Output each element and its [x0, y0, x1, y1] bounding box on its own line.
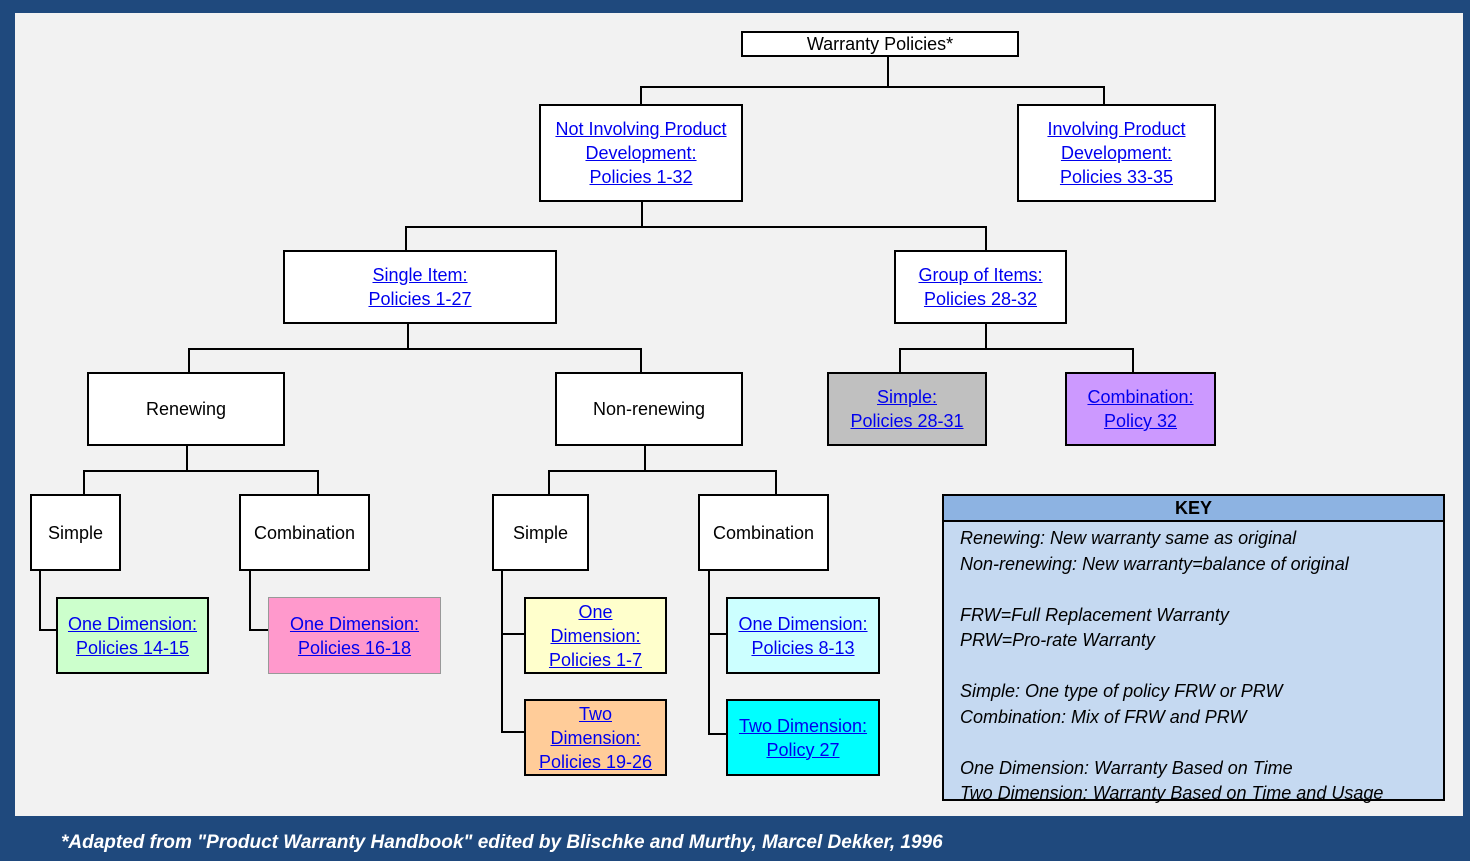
group-of-items-node: Group of Items: Policies 28-32: [894, 250, 1067, 324]
renewing-combination-node: Combination: [239, 494, 370, 571]
group-simple-line1-link[interactable]: Simple:: [876, 387, 938, 407]
connector-renewing-combination: [249, 571, 268, 631]
non-renewing-simple-node: Simple: [492, 494, 589, 571]
warranty-policies-label: Warranty Policies*: [806, 34, 954, 54]
connector-nr-simple: [501, 571, 524, 733]
single-item-node: Single Item: Policies 1-27: [283, 250, 557, 324]
group-combination-line1-link[interactable]: Combination:: [1087, 387, 1194, 407]
nr-comb-two-dim-line1-link[interactable]: Two Dimension:: [738, 715, 868, 736]
non-renewing-combination-label: Combination: [712, 522, 815, 543]
key-title: KEY: [944, 496, 1443, 522]
non-renewing-combination-node: Combination: [698, 494, 829, 571]
nr-simple-two-dim-line1-link[interactable]: Two: [578, 703, 612, 724]
key-body: Renewing: New warranty same as original …: [944, 522, 1443, 807]
nr-simple-two-dimension-node: Two Dimension: Policies 19-26: [524, 699, 667, 776]
group-combination-line2-link[interactable]: Policy 32: [1103, 411, 1178, 431]
key-line-renewing: Renewing: New warranty same as original: [960, 528, 1297, 548]
connector-nr-combination: [708, 571, 726, 735]
involving-line1-link[interactable]: Involving Product: [1047, 119, 1186, 139]
key-line-prw: PRW=Pro-rate Warranty: [960, 630, 1155, 650]
nr-simple-one-dim-line3-link[interactable]: Policies 1-7: [548, 649, 643, 670]
renewing-simple-label: Simple: [47, 522, 104, 543]
nr-combination-one-dimension-node: One Dimension: Policies 8-13: [726, 597, 880, 674]
nr-comb-one-dim-line2-link[interactable]: Policies 8-13: [751, 637, 855, 658]
connector-root-branches: [640, 86, 1105, 104]
key-line-simple: Simple: One type of policy FRW or PRW: [960, 681, 1283, 701]
connector-renewing-simple: [39, 571, 56, 631]
connector-not-involving-branches: [405, 226, 987, 250]
non-renewing-node: Non-renewing: [555, 372, 743, 446]
group-items-line1-link[interactable]: Group of Items:: [918, 265, 1043, 285]
connector-group-branches: [899, 348, 1134, 372]
nr-simple-one-dimension-node: One Dimension: Policies 1-7: [524, 597, 667, 674]
group-simple-node: Simple: Policies 28-31: [827, 372, 987, 446]
non-renewing-simple-label: Simple: [512, 522, 569, 543]
nr-comb-two-dim-line2-link[interactable]: Policy 27: [766, 739, 840, 760]
renewing-simple-one-dim-line2-link[interactable]: Policies 14-15: [75, 637, 190, 658]
nr-simple-one-dim-line2-link[interactable]: Dimension:: [550, 625, 641, 646]
not-involving-line1-link[interactable]: Not Involving Product: [555, 119, 727, 139]
renewing-label: Renewing: [145, 399, 227, 419]
involving-line3-link[interactable]: Policies 33-35: [1059, 167, 1174, 187]
connector-non-renewing-branches: [548, 470, 777, 494]
non-renewing-label: Non-renewing: [592, 399, 706, 419]
not-involving-development-node: Not Involving Product Development: Polic…: [539, 104, 743, 202]
single-item-line2-link[interactable]: Policies 1-27: [368, 289, 472, 309]
key-line-combination: Combination: Mix of FRW and PRW: [960, 706, 1247, 727]
not-involving-line2-link[interactable]: Development:: [585, 143, 697, 163]
key-line-two-dimension: Two Dimension: Warranty Based on Time an…: [960, 783, 1384, 803]
nr-combination-two-dimension-node: Two Dimension: Policy 27: [726, 699, 880, 776]
nr-simple-two-dim-line3-link[interactable]: Policies 19-26: [538, 751, 653, 772]
source-footnote: *Adapted from "Product Warranty Handbook…: [61, 832, 943, 853]
nr-simple-one-dim-line1-link[interactable]: One: [578, 601, 613, 622]
renewing-simple-node: Simple: [30, 494, 121, 571]
renewing-simple-one-dimension-node: One Dimension: Policies 14-15: [56, 597, 209, 674]
diagram-canvas: Warranty Policies* Not Involving Product…: [15, 13, 1463, 816]
renewing-simple-one-dim-line1-link[interactable]: One Dimension:: [67, 613, 198, 634]
renewing-comb-one-dim-line1-link[interactable]: One Dimension:: [289, 613, 420, 634]
renewing-combination-one-dimension-node: One Dimension: Policies 16-18: [268, 597, 441, 674]
connector-renewing-branches: [83, 470, 319, 494]
renewing-combination-label: Combination: [253, 522, 356, 543]
involving-development-node: Involving Product Development: Policies …: [1017, 104, 1216, 202]
nr-comb-one-dim-line1-link[interactable]: One Dimension:: [738, 613, 868, 634]
involving-line2-link[interactable]: Development:: [1060, 143, 1173, 163]
renewing-node: Renewing: [87, 372, 285, 446]
not-involving-line3-link[interactable]: Policies 1-32: [589, 167, 693, 187]
key-legend: KEY Renewing: New warranty same as origi…: [942, 494, 1445, 803]
warranty-policies-node: Warranty Policies*: [741, 31, 1019, 57]
group-simple-line2-link[interactable]: Policies 28-31: [850, 411, 964, 431]
group-items-line2-link[interactable]: Policies 28-32: [923, 289, 1038, 309]
key-line-one-dimension: One Dimension: Warranty Based on Time: [960, 757, 1293, 778]
key-line-non-renewing: Non-renewing: New warranty=balance of or…: [960, 553, 1349, 574]
renewing-comb-one-dim-line2-link[interactable]: Policies 16-18: [297, 637, 412, 658]
key-line-frw: FRW=Full Replacement Warranty: [960, 604, 1229, 625]
group-combination-node: Combination: Policy 32: [1065, 372, 1216, 446]
nr-simple-two-dim-line2-link[interactable]: Dimension:: [550, 727, 641, 748]
connector-single-item-branches: [188, 348, 642, 372]
connector-lines: [39, 57, 1134, 735]
single-item-line1-link[interactable]: Single Item:: [372, 265, 468, 285]
